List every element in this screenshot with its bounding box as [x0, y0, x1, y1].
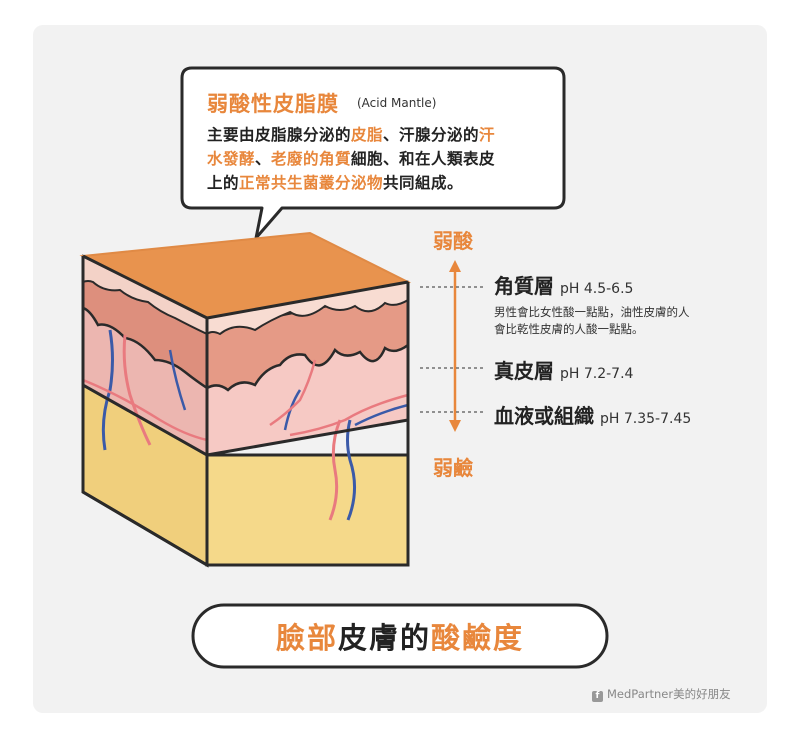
arrow-up-icon: [449, 260, 461, 272]
callout-line-3: 上的正常共生菌叢分泌物共同組成。: [207, 171, 463, 193]
layer-note-line-2: 會比乾性皮膚的人酸一點點。: [494, 321, 644, 337]
scale-bottom-label: 弱鹼: [433, 452, 473, 481]
footer-title: 臉部皮膚的酸鹼度: [0, 615, 800, 657]
subcutis-front: [207, 455, 408, 565]
scale-top-label: 弱酸: [433, 225, 473, 254]
callout-line-2: 水發酵、老廢的角質細胞、和在人類表皮: [207, 147, 495, 169]
callout-subtitle: (Acid Mantle): [357, 96, 436, 110]
credit-text: MedPartner美的好朋友: [607, 687, 731, 701]
callout-line-1: 主要由皮脂腺分泌的皮脂、汗腺分泌的汗: [207, 123, 495, 145]
callout-title: 弱酸性皮脂膜: [207, 88, 339, 118]
arrow-down-icon: [449, 420, 461, 432]
facebook-icon: f: [592, 691, 603, 702]
layer-note-line-1: 男性會比女性酸一點點，油性皮膚的人: [494, 304, 690, 320]
credit: f MedPartner美的好朋友: [592, 686, 731, 702]
